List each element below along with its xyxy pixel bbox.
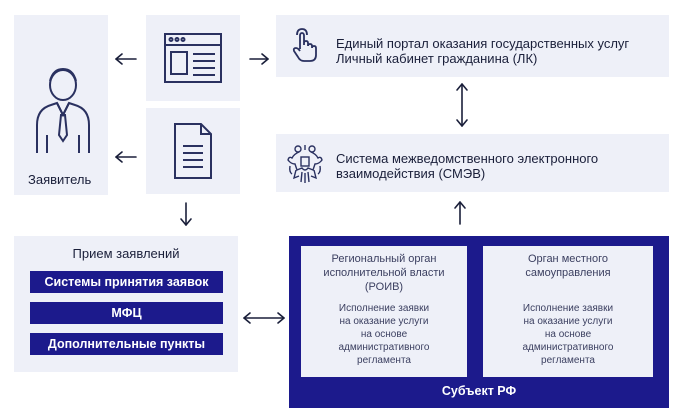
applicant-label: Заявитель — [28, 172, 92, 187]
org-title-line: Орган местного — [528, 253, 608, 265]
smev-text: Система межведомственного электронного в… — [336, 151, 598, 181]
portal-subtitle: Личный кабинет гражданина (ЛК) — [336, 51, 538, 66]
smev-title: Система межведомственного электронного — [336, 151, 599, 166]
org-desc-line: на оказание услуги — [523, 316, 613, 327]
arrow-document-to-intake — [180, 202, 192, 226]
org-desc-line: на основе — [360, 329, 408, 340]
hand-touch-icon — [292, 28, 317, 62]
subject-rf-label: Субъект РФ — [441, 384, 517, 398]
portal-window-box — [146, 15, 240, 101]
document-box — [146, 108, 240, 194]
org-card-local: Орган местного самоуправления Исполнение… — [483, 246, 653, 377]
smev-subtitle: взаимодействия (СМЭВ) — [336, 166, 486, 181]
org-desc-line: регламента — [357, 355, 411, 366]
org-card-roiv: Региональный орган исполнительной власти… — [301, 246, 467, 377]
russian-eagle-emblem-icon — [287, 145, 323, 183]
browser-window-icon — [164, 33, 222, 83]
org-title-roiv: Региональный орган исполнительной власти… — [305, 252, 463, 294]
org-desc-line: Исполнение заявки — [522, 303, 614, 314]
smev-box — [276, 134, 669, 192]
org-title-line: Региональный орган — [331, 253, 437, 265]
org-title-local: Орган местного самоуправления — [487, 252, 649, 280]
arrow-window-to-applicant — [115, 53, 137, 65]
org-title-line: исполнительной власти — [323, 267, 445, 279]
org-desc-line: на оказание услуги — [339, 316, 429, 327]
org-desc-local: Исполнение заявки на оказание услуги на … — [487, 302, 649, 367]
portal-title: Единый портал оказания государственных у… — [336, 36, 630, 51]
intake-mfc-button: МФЦ — [30, 302, 223, 324]
org-desc-line: Исполнение заявки — [338, 303, 430, 314]
arrow-intake-subject — [243, 312, 285, 324]
person-in-suit-icon — [36, 67, 90, 153]
org-desc-line: административного — [522, 342, 614, 353]
applicant-panel — [14, 15, 108, 195]
portal-text: Единый портал оказания государственных у… — [336, 36, 629, 66]
arrow-document-to-applicant — [115, 151, 137, 163]
org-desc-line: административного — [338, 342, 430, 353]
org-desc-line: на основе — [544, 329, 592, 340]
document-icon — [174, 123, 212, 179]
arrow-portal-smev — [456, 83, 468, 127]
arrow-window-to-portal — [249, 53, 269, 65]
intake-systems-button: Системы принятия заявок — [30, 271, 223, 293]
org-title-line: самоуправления — [525, 267, 611, 279]
arrow-subject-to-smev — [454, 201, 466, 225]
intake-additional-button: Дополнительные пункты — [30, 333, 223, 355]
org-desc-line: регламента — [541, 355, 595, 366]
intake-title: Прием заявлений — [72, 246, 180, 261]
org-desc-roiv: Исполнение заявки на оказание услуги на … — [305, 302, 463, 367]
portal-box — [276, 15, 669, 77]
org-title-line: (РОИВ) — [364, 281, 404, 293]
